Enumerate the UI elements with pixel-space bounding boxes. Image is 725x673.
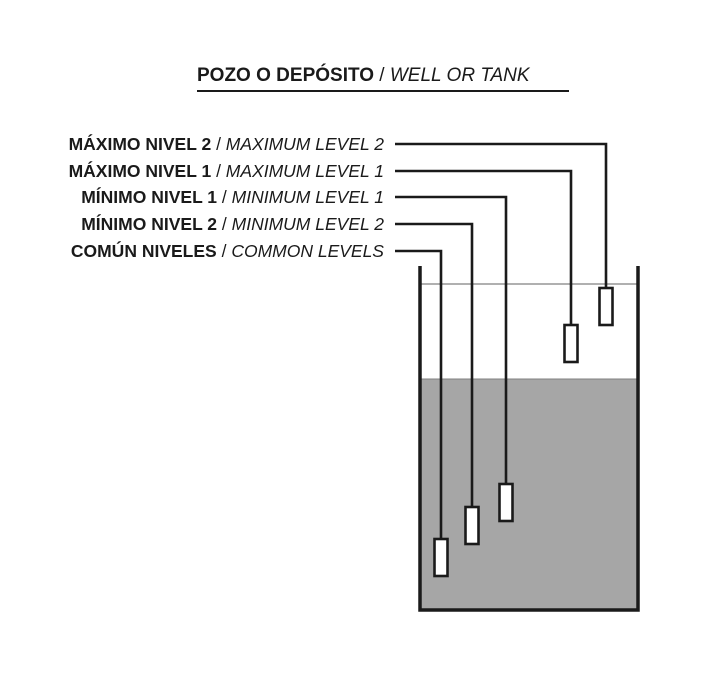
cable-common-levels [395, 249, 443, 539]
label-separator: / [217, 187, 232, 207]
label-min-level-1: MÍNIMO NIVEL 1 / MINIMUM LEVEL 1 [81, 186, 384, 208]
title-english: WELL OR TANK [389, 65, 530, 86]
diagram-title: POZO O DEPÓSITO / WELL OR TANK [197, 64, 569, 88]
label-min-level-1-en: MINIMUM LEVEL 1 [231, 187, 384, 207]
sensor-max-level-1 [563, 323, 579, 364]
label-max-level-1: MÁXIMO NIVEL 1 / MAXIMUM LEVEL 1 [69, 160, 384, 182]
label-common-levels-es: COMÚN NIVELES [70, 241, 217, 261]
title-spanish: POZO O DEPÓSITO [197, 65, 375, 86]
cable-max-level-2 [395, 142, 608, 288]
sensor-min-level-1 [498, 482, 514, 523]
label-max-level-2-es: MÁXIMO NIVEL 2 [68, 134, 212, 154]
sensor-max-level-2 [598, 286, 614, 327]
cable-max-level-1 [395, 169, 573, 325]
label-common-levels-en: COMMON LEVELS [231, 241, 384, 261]
sensor-common-levels [433, 537, 449, 578]
label-min-level-2-es: MÍNIMO NIVEL 2 [81, 214, 218, 234]
label-common-levels: COMÚN NIVELES / COMMON LEVELS [71, 240, 384, 262]
title-separator: / [374, 65, 390, 86]
label-max-level-1-en: MAXIMUM LEVEL 1 [225, 161, 384, 181]
label-separator: / [217, 214, 232, 234]
cable-min-level-2 [395, 222, 474, 507]
label-max-level-2: MÁXIMO NIVEL 2 / MAXIMUM LEVEL 2 [69, 133, 384, 155]
label-max-level-1-es: MÁXIMO NIVEL 1 [68, 161, 212, 181]
label-min-level-2-en: MINIMUM LEVEL 2 [231, 214, 384, 234]
tank-walls [418, 266, 640, 612]
title-underline [197, 90, 569, 92]
label-min-level-1-es: MÍNIMO NIVEL 1 [81, 187, 218, 207]
label-separator: / [216, 241, 232, 261]
cable-min-level-1 [395, 195, 508, 484]
label-separator: / [211, 134, 226, 154]
water-body [421, 379, 637, 609]
label-min-level-2: MÍNIMO NIVEL 2 / MINIMUM LEVEL 2 [81, 213, 384, 235]
sensor-min-level-2 [464, 505, 480, 546]
label-max-level-2-en: MAXIMUM LEVEL 2 [225, 134, 384, 154]
label-separator: / [211, 161, 226, 181]
